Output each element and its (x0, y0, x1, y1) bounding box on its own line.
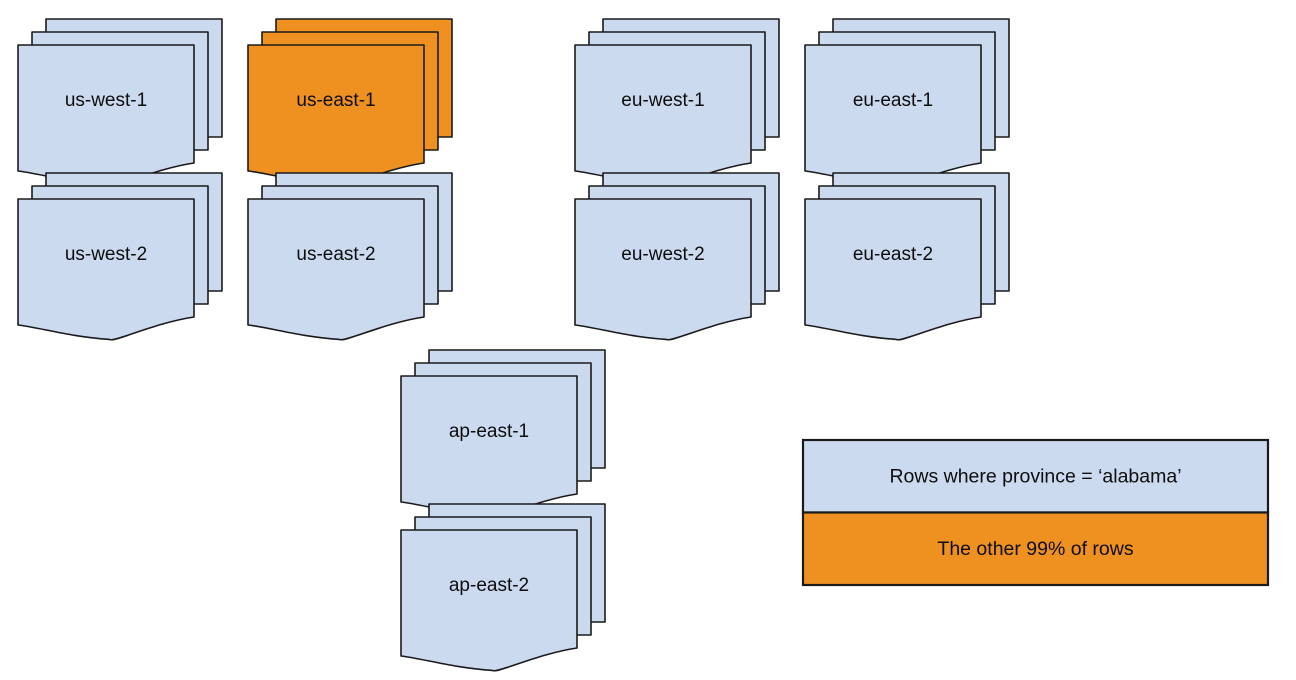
document-sheet-front (804, 44, 982, 187)
document-sheet-front (247, 44, 425, 187)
document-stack-ap-east-2[interactable]: ap-east-2 (400, 503, 606, 672)
document-stack-us-west-1[interactable]: us-west-1 (17, 18, 223, 187)
legend-group: Rows where province = ‘alabama’ The other… (801, 438, 1270, 587)
document-stack-label: us-west-1 (65, 90, 147, 111)
document-stack-eu-west-2[interactable]: eu-west-2 (574, 172, 780, 341)
document-stack-eu-east-1[interactable]: eu-east-1 (804, 18, 1010, 187)
document-stack-eu-east-2[interactable]: eu-east-2 (804, 172, 1010, 341)
document-sheet-front (247, 198, 425, 341)
document-stack-eu-west-1[interactable]: eu-west-1 (574, 18, 780, 187)
document-stack-label: eu-east-1 (853, 90, 933, 111)
document-stack-us-west-2[interactable]: us-west-2 (17, 172, 223, 341)
document-stack-ap-east-1[interactable]: ap-east-1 (400, 349, 606, 518)
document-stack-label: ap-east-2 (449, 575, 529, 596)
document-sheet-front (400, 375, 578, 518)
document-stack-label: eu-east-2 (853, 244, 933, 265)
document-sheet-front (574, 44, 752, 187)
document-stack-label: us-east-2 (296, 244, 375, 265)
document-sheet-front (17, 198, 195, 341)
document-stack-label: us-east-1 (296, 90, 375, 111)
document-stack-label: us-west-2 (65, 244, 147, 265)
legend-label-orange: The other 99% of rows (937, 538, 1133, 560)
document-sheet-front (804, 198, 982, 341)
document-sheet-front (400, 529, 578, 672)
legend-swatch-orange (801, 511, 1270, 587)
document-stack-label: ap-east-1 (449, 421, 529, 442)
document-stacks-group: us-west-1 us-east-1 eu-west-1 eu-east-1 us-w… (17, 18, 1010, 672)
document-sheet-front (574, 198, 752, 341)
document-stack-us-east-2[interactable]: us-east-2 (247, 172, 453, 341)
document-sheet-front (17, 44, 195, 187)
legend-label-blue: Rows where province = ‘alabama’ (889, 465, 1181, 487)
document-stack-label: eu-west-1 (621, 90, 704, 111)
document-stack-us-east-1[interactable]: us-east-1 (247, 18, 453, 187)
document-stack-label: eu-west-2 (621, 244, 704, 265)
legend-swatch-blue (801, 438, 1270, 514)
